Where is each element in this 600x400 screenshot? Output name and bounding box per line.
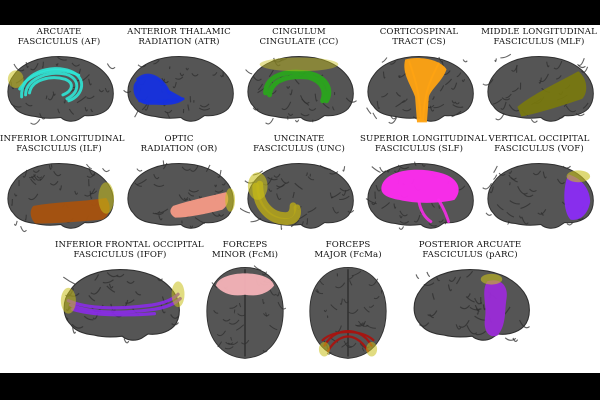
- panel-label-line1: INFERIOR LONGITUDINAL: [0, 134, 125, 144]
- brain-cs: [366, 56, 474, 124]
- brain-af: [7, 56, 116, 125]
- tract-slf: [381, 169, 459, 224]
- panel-label-line2: CINGULATE (CC): [259, 37, 339, 47]
- panel-label-line1: FORCEPS: [325, 240, 371, 250]
- brain-slf: [365, 161, 474, 230]
- brain-unc: [240, 163, 355, 230]
- brain-fcma: [309, 266, 387, 359]
- brain-atr: [123, 56, 234, 122]
- panel-label-line1: INFERIOR FRONTAL OCCIPITAL: [55, 240, 204, 250]
- panel-label-line1: OPTIC: [164, 134, 194, 144]
- panel-label-line1: CINGULUM: [272, 27, 326, 37]
- tract-ilf: [30, 182, 115, 224]
- brain-ifof: [60, 268, 185, 344]
- panel-label-line2: FASCICULUS (pARC): [422, 250, 518, 260]
- tract-cc: [259, 57, 339, 104]
- panel-label-line2: FASCICULUS (AF): [17, 37, 101, 47]
- panel-label-line2: MAJOR (FcMa): [314, 250, 382, 260]
- brain-or: [127, 160, 236, 229]
- brain-ilf: [7, 163, 115, 233]
- panel-label-line2: RADIATION (OR): [140, 144, 218, 154]
- brain-mlf: [482, 53, 594, 123]
- panel-label-line2: FASCICULUS (VOF): [494, 144, 584, 154]
- panel-label-line2: FASCICULUS (IFOF): [73, 250, 167, 260]
- panel-label-line2: RADIATION (ATR): [138, 37, 220, 47]
- panel-label-line1: POSTERIOR ARCUATE: [418, 240, 522, 250]
- panel-label-line2: FASCICULUS (SLF): [374, 144, 464, 154]
- brain-vof: [482, 163, 594, 229]
- panel-label-line2: FASCICULUS (UNC): [253, 144, 345, 154]
- panel-label-line1: ANTERIOR THALAMIC: [127, 27, 231, 37]
- tract-ifof: [60, 281, 185, 317]
- panel-label-line2: FASCICULUS (ILF): [16, 144, 102, 154]
- tract-fcmi: [215, 273, 275, 296]
- panel-label-line1: CORTICOSPINAL: [379, 27, 459, 37]
- panel-label-line1: MIDDLE LONGITUDINAL: [481, 27, 597, 37]
- tract-or: [170, 188, 236, 218]
- panel-label-line2: FASCICULUS (MLF): [493, 37, 585, 47]
- brain-cc: [245, 56, 357, 125]
- tract-mlf: [517, 71, 587, 117]
- brain-parc: [413, 268, 530, 343]
- panel-label-line1: SUPERIOR LONGITUDINAL: [360, 134, 487, 144]
- tract-fcma: [318, 329, 378, 357]
- panel-label-line1: FORCEPS: [222, 240, 268, 250]
- panel-label-line1: VERTICAL OCCIPITAL: [488, 134, 590, 144]
- panel-label-line2: TRACT (CS): [392, 37, 446, 47]
- brain-fcmi: [206, 265, 287, 359]
- panel-label-line1: UNCINATE: [273, 134, 325, 144]
- tract-vof: [564, 170, 591, 220]
- panel-label-line2: MINOR (FcMi): [211, 250, 279, 260]
- tract-af: [7, 67, 84, 103]
- tract-atr: [133, 73, 185, 105]
- tract-parc: [480, 273, 507, 337]
- panel-label-line1: ARCUATE: [36, 27, 82, 37]
- tract-cs: [404, 57, 447, 123]
- tract-unc: [247, 172, 301, 226]
